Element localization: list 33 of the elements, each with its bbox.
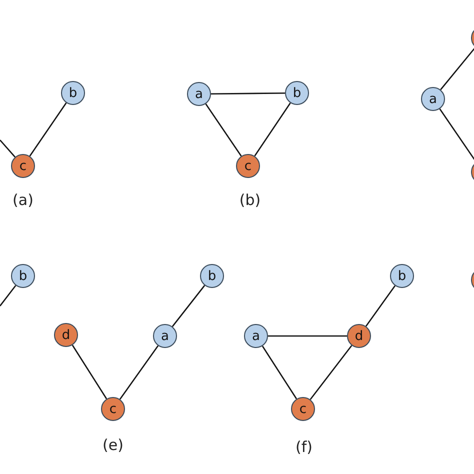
graph-vertex: a (187, 82, 211, 106)
edge-line (0, 140, 16, 158)
graph-vertex: b (285, 81, 309, 105)
edge-line (211, 92, 285, 95)
graph-vertex: d (54, 323, 78, 347)
panel-label: (f) (296, 438, 312, 456)
edge-line (254, 102, 291, 156)
edge-line (119, 345, 159, 400)
graph-vertex: b (61, 81, 85, 105)
graph-vertex: b (11, 264, 35, 288)
graph-vertex: a (421, 87, 445, 111)
edge-line (439, 108, 474, 162)
graph-vertex: c (11, 154, 35, 178)
edge-line (262, 346, 298, 400)
edge-line (172, 285, 206, 327)
graph-vertex: a (244, 324, 268, 348)
panel-label: (a) (12, 191, 34, 209)
graph-vertex: b (390, 264, 414, 288)
edge-line (72, 344, 108, 400)
panel-label: (b) (239, 191, 261, 209)
edge-line (310, 345, 352, 400)
graph-vertex: c (291, 397, 315, 421)
graph-vertex: c (236, 154, 260, 178)
graph-vertex: c (101, 397, 125, 421)
panel-label: (e) (102, 436, 124, 454)
edge-line (0, 285, 16, 306)
graph-vertex: a (153, 324, 177, 348)
graph-vertex: b (200, 264, 224, 288)
edge-line (205, 104, 242, 156)
edge-line (268, 335, 347, 337)
edge-line (440, 46, 474, 90)
graph-vertex: d (347, 324, 371, 348)
edge-line (29, 102, 67, 156)
